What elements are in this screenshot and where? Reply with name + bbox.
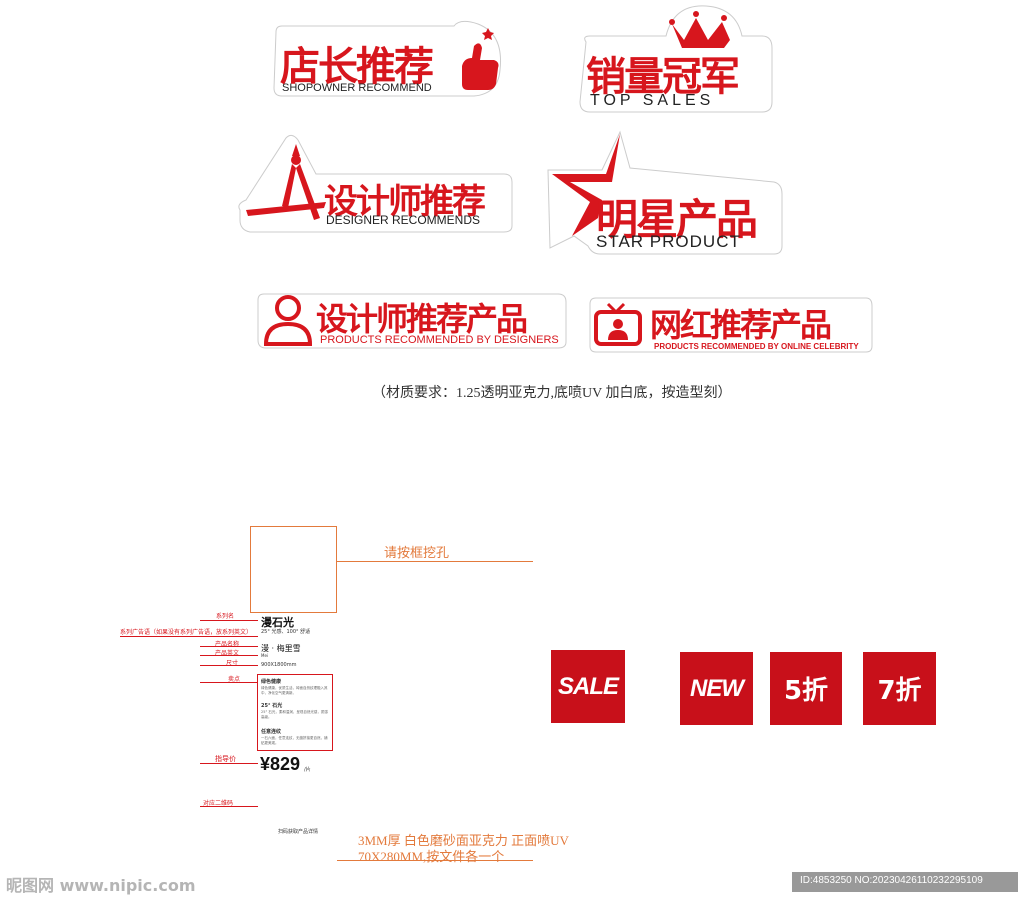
point-body: 一石六面，任意连纹，无缝拼接更自然，铺贴更美观。 bbox=[261, 736, 328, 745]
product-name: 漫 · 梅里雪 bbox=[261, 644, 301, 653]
label-qr-code: 对应二维码 bbox=[203, 800, 234, 807]
badge-title: 网红推荐产品 bbox=[650, 306, 832, 344]
thumbs-up-icon bbox=[462, 28, 499, 90]
label-size: 尺寸 bbox=[226, 660, 239, 667]
badge-designer-recommends: 设计师推荐 DESIGNER RECOMMENDS bbox=[236, 134, 516, 234]
badge-outline bbox=[273, 20, 502, 97]
spec-note-1: 3MM厚 白色磨砂面亚克力 正面喷UV bbox=[358, 833, 569, 848]
new-tag: NEW bbox=[680, 652, 753, 725]
point-title: 绿色健康 bbox=[261, 679, 282, 685]
series-title: 漫石光 bbox=[261, 616, 294, 629]
material-note: （材质要求：1.25透明亚克力,底喷UV 加白底，按造型刻） bbox=[372, 386, 732, 401]
watermark-right bbox=[792, 872, 1018, 892]
label-line bbox=[200, 620, 258, 621]
point-body: 绿色健康，优质生活，砖面自然纹理融入其中，净化空气更清新。 bbox=[261, 686, 328, 695]
badge-shopowner-recommend: 店长推荐 SHOPOWNER RECOMMEND bbox=[268, 20, 508, 102]
badge-outline bbox=[547, 130, 783, 255]
sale-tag: SALE bbox=[551, 650, 625, 723]
badge-subtitle: TOP SALES bbox=[590, 92, 715, 109]
user-icon bbox=[263, 295, 313, 346]
label-line bbox=[200, 763, 258, 764]
label-selling-points: 卖点 bbox=[228, 676, 241, 683]
badge-outline bbox=[257, 293, 567, 349]
crown-icon bbox=[669, 11, 730, 48]
label-line bbox=[200, 682, 258, 683]
badge-subtitle: DESIGNER RECOMMENDS bbox=[326, 213, 481, 227]
product-en: Mei bbox=[261, 653, 269, 658]
badge-subtitle: PRODUCTS RECOMMENDED BY ONLINE CELEBRITY bbox=[654, 342, 859, 351]
7-discount-tag: 7折 bbox=[863, 652, 936, 725]
badge-subtitle: STAR PRODUCT bbox=[596, 232, 741, 251]
star-icon bbox=[552, 134, 620, 236]
point-body: 25° 石光，柔和温润，呈现自然光感，质感高级。 bbox=[261, 710, 328, 719]
badge-designer-products: 设计师推荐产品 PRODUCTS RECOMMENDED BY DESIGNER… bbox=[254, 286, 570, 352]
cutout-note-line bbox=[337, 561, 533, 562]
point-title: 25° 石光 bbox=[261, 703, 283, 709]
card-footer: 扫码获取产品详情 bbox=[278, 829, 319, 835]
badge-celebrity-products: 网红推荐产品 PRODUCTS RECOMMENDED BY ONLINE CE… bbox=[588, 294, 876, 354]
label-product-en: 产品英文 bbox=[215, 650, 240, 657]
watermark-right-text: ID:4853250 NO:20230426110232295109 bbox=[800, 875, 983, 886]
label-line bbox=[200, 665, 258, 666]
spec-note-2: 70X280MM,按文件各一个 bbox=[358, 849, 505, 864]
cutout-note: 请按框挖孔 bbox=[384, 545, 450, 560]
badge-title: 店长推荐 bbox=[280, 44, 434, 90]
point-title: 任意连纹 bbox=[261, 729, 282, 735]
label-guide-price: 指导价 bbox=[215, 755, 236, 763]
label-product-name: 产品名称 bbox=[215, 641, 240, 648]
badge-subtitle: PRODUCTS RECOMMENDED BY DESIGNERS bbox=[320, 334, 559, 346]
badge-top-sales: 销量冠军 TOP SALES bbox=[576, 2, 776, 114]
price: ¥829 bbox=[260, 754, 301, 774]
label-line bbox=[200, 806, 258, 807]
cutout-frame bbox=[250, 526, 337, 613]
badge-title: 设计师推荐产品 bbox=[316, 300, 528, 338]
badge-outline bbox=[589, 297, 873, 353]
badge-title: 销量冠军 bbox=[586, 54, 740, 100]
badge-subtitle: SHOPOWNER RECOMMEND bbox=[282, 82, 432, 94]
badge-title: 设计师推荐 bbox=[324, 182, 486, 222]
spec-note-line bbox=[337, 860, 533, 861]
badge-star-product: 明星产品 STAR PRODUCT bbox=[544, 128, 786, 258]
label-line bbox=[200, 646, 258, 647]
badge-title: 明星产品 bbox=[596, 195, 758, 244]
compass-icon bbox=[246, 144, 326, 220]
5-discount-tag: 5折 bbox=[770, 652, 842, 725]
label-line bbox=[120, 636, 258, 637]
product-size: 900X1800mm bbox=[261, 662, 297, 668]
series-subtitle: 25° 光感、100° 舒适 bbox=[261, 629, 311, 635]
tv-icon bbox=[594, 302, 642, 346]
label-series-name: 系列名 bbox=[216, 613, 235, 620]
price-unit: /片 bbox=[304, 767, 311, 773]
label-line bbox=[200, 655, 258, 656]
label-series-slogan: 系列广告语（如果没有系列广告语，放系列英文） bbox=[120, 629, 253, 636]
selling-points-box: 绿色健康 绿色健康，优质生活，砖面自然纹理融入其中，净化空气更清新。 25° 石… bbox=[257, 674, 333, 751]
watermark-left: 昵图网 www.nipic.com bbox=[6, 876, 196, 895]
